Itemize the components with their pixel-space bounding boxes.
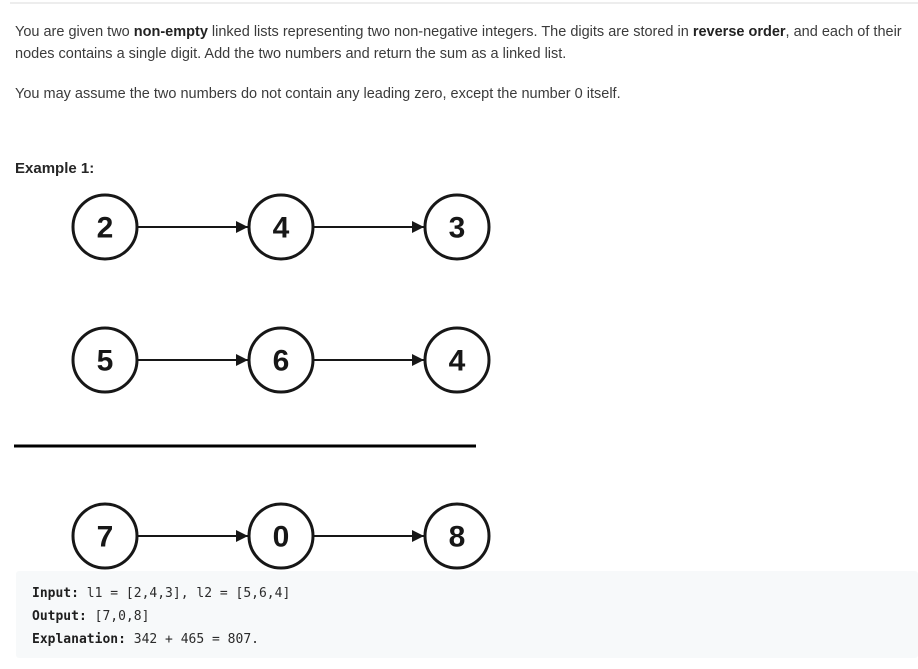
statement-segment: You are given two — [15, 24, 134, 40]
statement-bold-reverse-order: reverse order — [692, 24, 786, 40]
example-input-line: Input: l1 = [2,4,3], l2 = [5,6,4] — [32, 582, 902, 605]
example-explanation-line: Explanation: 342 + 465 = 807. — [32, 628, 902, 651]
node-circle — [423, 502, 491, 570]
input-value: l1 = [2,4,3], l2 = [5,6,4] — [78, 586, 291, 601]
node-value: 4 — [449, 345, 466, 378]
linked-list-sum: 7 0 8 — [71, 502, 491, 570]
node-circle — [423, 326, 491, 394]
node-value: 3 — [449, 212, 466, 245]
statement-segment: linked lists representing two non-negati… — [207, 24, 693, 40]
node-value: 8 — [449, 521, 466, 554]
linked-list-diagram: 2 4 3 5 6 4 7 0 8 — [14, 193, 491, 570]
node-value: 6 — [273, 345, 290, 378]
top-divider — [10, 2, 918, 4]
explanation-value: 342 + 465 = 807. — [125, 632, 259, 647]
output-value: [7,0,8] — [86, 609, 150, 624]
node-circle — [247, 502, 315, 570]
linked-list-l1: 2 4 3 — [71, 193, 491, 261]
statement-segment: , and each of their nodes contains a sin… — [15, 24, 902, 62]
statement-bold-non-empty: non-empty — [133, 24, 208, 40]
output-label: Output: — [32, 609, 87, 624]
node-circle — [71, 193, 139, 261]
node-circle — [247, 193, 315, 261]
note-text: You may assume the two numbers do not co… — [15, 86, 621, 102]
example-1-code-block: Input: l1 = [2,4,3], l2 = [5,6,4] Output… — [16, 571, 918, 658]
node-value: 5 — [97, 345, 114, 378]
node-circle — [71, 502, 139, 570]
problem-note: You may assume the two numbers do not co… — [15, 83, 905, 105]
example-1-heading: Example 1: — [15, 160, 95, 177]
explanation-label: Explanation: — [32, 632, 126, 647]
node-value: 7 — [97, 521, 114, 554]
node-value: 4 — [273, 212, 290, 245]
problem-statement: You are given two non-empty linked lists… — [15, 21, 905, 65]
input-label: Input: — [32, 586, 79, 601]
example-output-line: Output: [7,0,8] — [32, 605, 902, 628]
node-value: 0 — [273, 521, 290, 554]
node-circle — [247, 326, 315, 394]
linked-list-l2: 5 6 4 — [71, 326, 491, 394]
node-circle — [71, 326, 139, 394]
node-value: 2 — [97, 212, 114, 245]
node-circle — [423, 193, 491, 261]
